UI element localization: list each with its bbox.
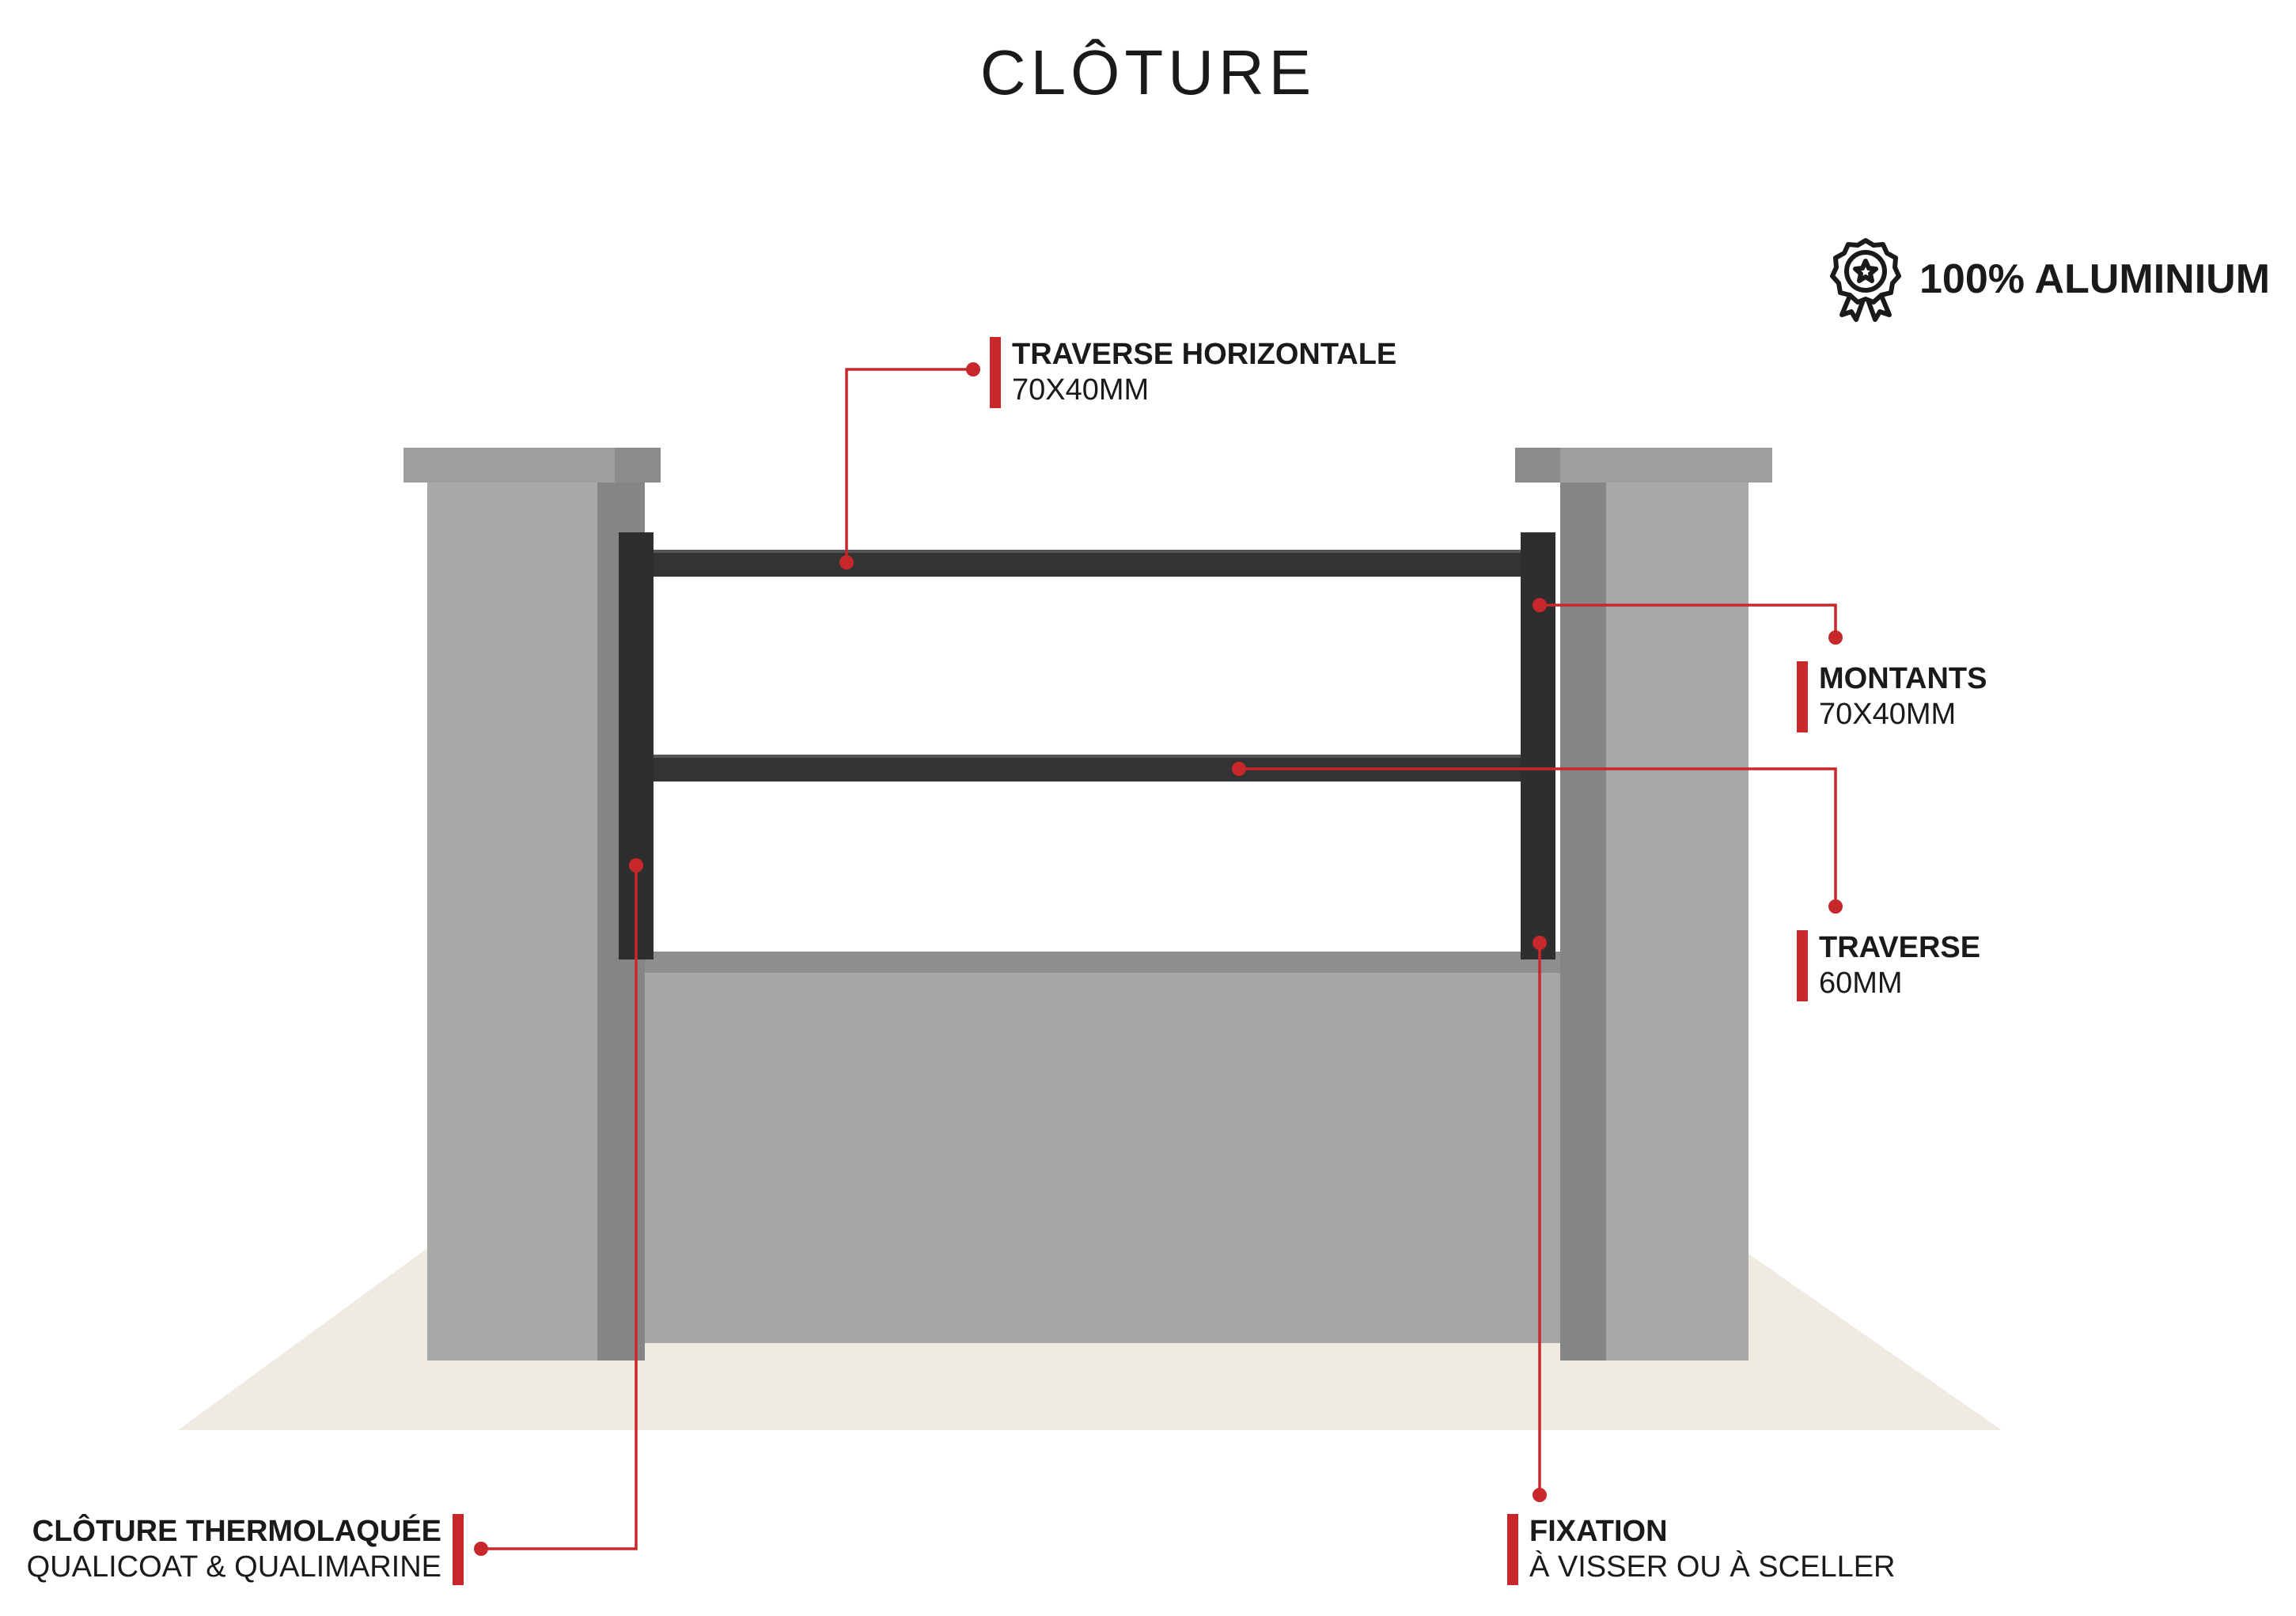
left-pillar: [427, 481, 597, 1361]
dot-traverse-horizontale-b: [966, 362, 980, 377]
dot-traverse-b: [1828, 899, 1843, 914]
callout-subtitle: 70X40MM: [1012, 373, 1150, 407]
callout-title: TRAVERSE: [1819, 931, 1981, 964]
callout-title: TRAVERSE HORIZONTALE: [1012, 338, 1397, 371]
callout-subtitle: À VISSER OU À SCELLER: [1529, 1550, 1896, 1584]
leader-montants: [1540, 604, 1837, 638]
dot-thermolaquee-b: [474, 1542, 488, 1556]
callout-title: MONTANTS: [1819, 662, 1987, 695]
callout-subtitle: 70X40MM: [1819, 698, 1957, 731]
right-pillar: [1606, 481, 1749, 1361]
leader-traverse-horizontale: [845, 368, 973, 562]
callout-accent-bar: [1797, 930, 1808, 1001]
top-rail-highlight: [654, 550, 1521, 553]
badge-label: 100% ALUMINIUM: [1919, 256, 2271, 302]
top-rail: [654, 550, 1521, 577]
right-pillar-cap: [1560, 448, 1772, 483]
callout-traverse-horizontale: TRAVERSE HORIZONTALE 70X40MM: [990, 337, 1396, 408]
page-title: CLÔTURE: [979, 37, 1317, 108]
left-pillar-cap-side: [613, 448, 661, 483]
dot-montants-b: [1828, 630, 1843, 645]
callout-fixation: FIXATION À VISSER OU À SCELLER: [1507, 1514, 1896, 1585]
callout-subtitle: QUALICOAT & QUALIMARINE: [26, 1550, 441, 1584]
award-rosette-icon: [1830, 238, 1901, 322]
leader-traverse: [1239, 767, 1837, 906]
callout-accent-bar: [1797, 661, 1808, 732]
dot-fixation-a: [1533, 936, 1547, 950]
low-wall-top: [617, 952, 1567, 975]
dot-traverse-horizontale-a: [839, 555, 854, 570]
right-pillar-cap-side: [1515, 448, 1563, 483]
callout-accent-bar: [453, 1514, 464, 1585]
callout-montants: MONTANTS 70X40MM: [1797, 661, 1987, 732]
right-pillar-side: [1560, 481, 1606, 1361]
low-wall: [617, 973, 1567, 1343]
left-pillar-cap: [404, 448, 615, 483]
dot-thermolaquee-a: [629, 858, 643, 872]
dot-traverse-a: [1232, 762, 1246, 776]
leader-thermolaquee: [481, 865, 638, 1550]
callout-title: FIXATION: [1529, 1515, 1668, 1548]
callout-subtitle: 60MM: [1819, 967, 1903, 1000]
right-post: [1521, 532, 1555, 959]
middle-rail-highlight: [654, 755, 1521, 758]
callout-title: CLÔTURE THERMOLAQUÉE: [32, 1515, 441, 1548]
callout-accent-bar: [1507, 1514, 1518, 1585]
callout-traverse: TRAVERSE 60MM: [1797, 930, 1980, 1001]
callout-accent-bar: [990, 337, 1001, 408]
dot-montants-a: [1533, 598, 1547, 612]
callout-thermolaquee: CLÔTURE THERMOLAQUÉE QUALICOAT & QUALIMA…: [27, 1514, 464, 1585]
dot-fixation-b: [1533, 1488, 1547, 1502]
aluminium-badge: 100% ALUMINIUM: [1828, 236, 2270, 323]
